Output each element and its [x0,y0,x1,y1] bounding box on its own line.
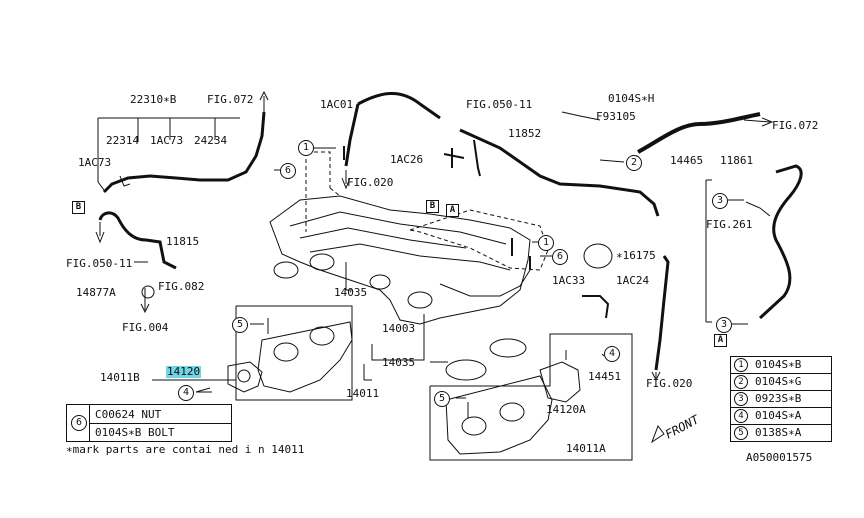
label-fig082[interactable]: FIG.082 [158,280,205,293]
label-1ac73-b: 1AC73 [150,134,184,147]
nut-bolt-note-box: 6 C00624 NUT 0104S∗B BOLT [66,404,232,442]
label-24234: 24234 [194,134,228,147]
legend-part: 0923S∗B [755,392,802,405]
label-14120a: 14120A [546,403,586,416]
fastener-legend: 1 0104S∗B 2 0104S∗G 3 0923S∗B 4 0104S∗A 5 013… [730,356,832,442]
label-14011b: 14011B [100,371,140,384]
ref-a-right: A [714,334,727,347]
label-14465: 14465 [670,154,704,167]
legend-number: 3 [734,392,748,406]
label-1ac33: 1AC33 [552,274,586,287]
label-14003: 14003 [382,322,416,335]
callout-1: 1 [538,235,554,251]
label-fig050-11-b[interactable]: FIG.050-11 [466,98,533,111]
legend-row: 4 0104S∗A [731,408,831,425]
callout-5: 5 [232,317,248,333]
legend-part: 0104S∗G [755,375,802,388]
legend-number: 5 [734,426,748,440]
diagram-id: A050001575 [746,451,813,464]
callout-2: 2 [626,155,642,171]
legend-row: 1 0104S∗B [731,357,831,374]
label-1ac24: 1AC24 [616,274,650,287]
label-22314: 22314 [106,134,140,147]
callout-5: 5 [434,391,450,407]
legend-row: 5 0138S∗A [731,425,831,441]
label-14877a: 14877A [76,286,116,299]
label-11861: 11861 [720,154,754,167]
ref-a-manifold: A [446,204,459,217]
legend-number: 4 [734,409,748,423]
ref-b-left: B [72,201,85,214]
label-11852: 11852 [508,127,542,140]
legend-part: 0138S∗A [755,426,802,439]
legend-number: 1 [734,358,748,372]
label-f93105: F93105 [596,110,636,123]
callout-3: 3 [712,193,728,209]
label-1ac73-a: 1AC73 [78,156,112,169]
label-fig020-b[interactable]: FIG.020 [646,377,693,390]
callout-4: 4 [178,385,194,401]
legend-number: 2 [734,375,748,389]
callout-3: 3 [716,317,732,333]
label-16175: ∗16175 [616,249,656,262]
label-14120-highlighted[interactable]: 14120 [166,365,202,378]
label-14451: 14451 [588,370,622,383]
label-11815: 11815 [166,235,200,248]
label-14011: 14011 [346,387,380,400]
legend-row: 3 0923S∗B [731,391,831,408]
label-fig004[interactable]: FIG.004 [122,321,169,334]
label-1ac26: 1AC26 [390,153,424,166]
callout-6: 6 [280,163,296,179]
note-callout-6: 6 [71,415,87,431]
label-0104s-h: 0104S∗H [608,92,655,105]
note-row-nut: C00624 NUT [95,408,162,421]
note-row-bolt: 0104S∗B BOLT [95,426,175,439]
label-14035-a: 14035 [334,286,368,299]
callout-6: 6 [552,249,568,265]
label-fig072-b[interactable]: FIG.072 [772,119,819,132]
label-fig072-a[interactable]: FIG.072 [207,93,254,106]
ref-b-manifold: B [426,200,439,213]
legend-row: 2 0104S∗G [731,374,831,391]
label-fig020-a[interactable]: FIG.020 [347,176,394,189]
callout-1: 1 [298,140,314,156]
callout-4: 4 [604,346,620,362]
label-14035-b: 14035 [382,356,416,369]
legend-part: 0104S∗B [755,358,802,371]
label-fig261[interactable]: FIG.261 [706,218,753,231]
label-fig050-11-a[interactable]: FIG.050-11 [66,257,133,270]
footnote: ∗mark parts are contai ned i n 14011 [66,443,305,456]
label-1ac01: 1AC01 [320,98,354,111]
note-row-divider [89,423,231,424]
label-22310b: 22310∗B [130,93,177,106]
label-14011a: 14011A [566,442,606,455]
legend-part: 0104S∗A [755,409,802,422]
